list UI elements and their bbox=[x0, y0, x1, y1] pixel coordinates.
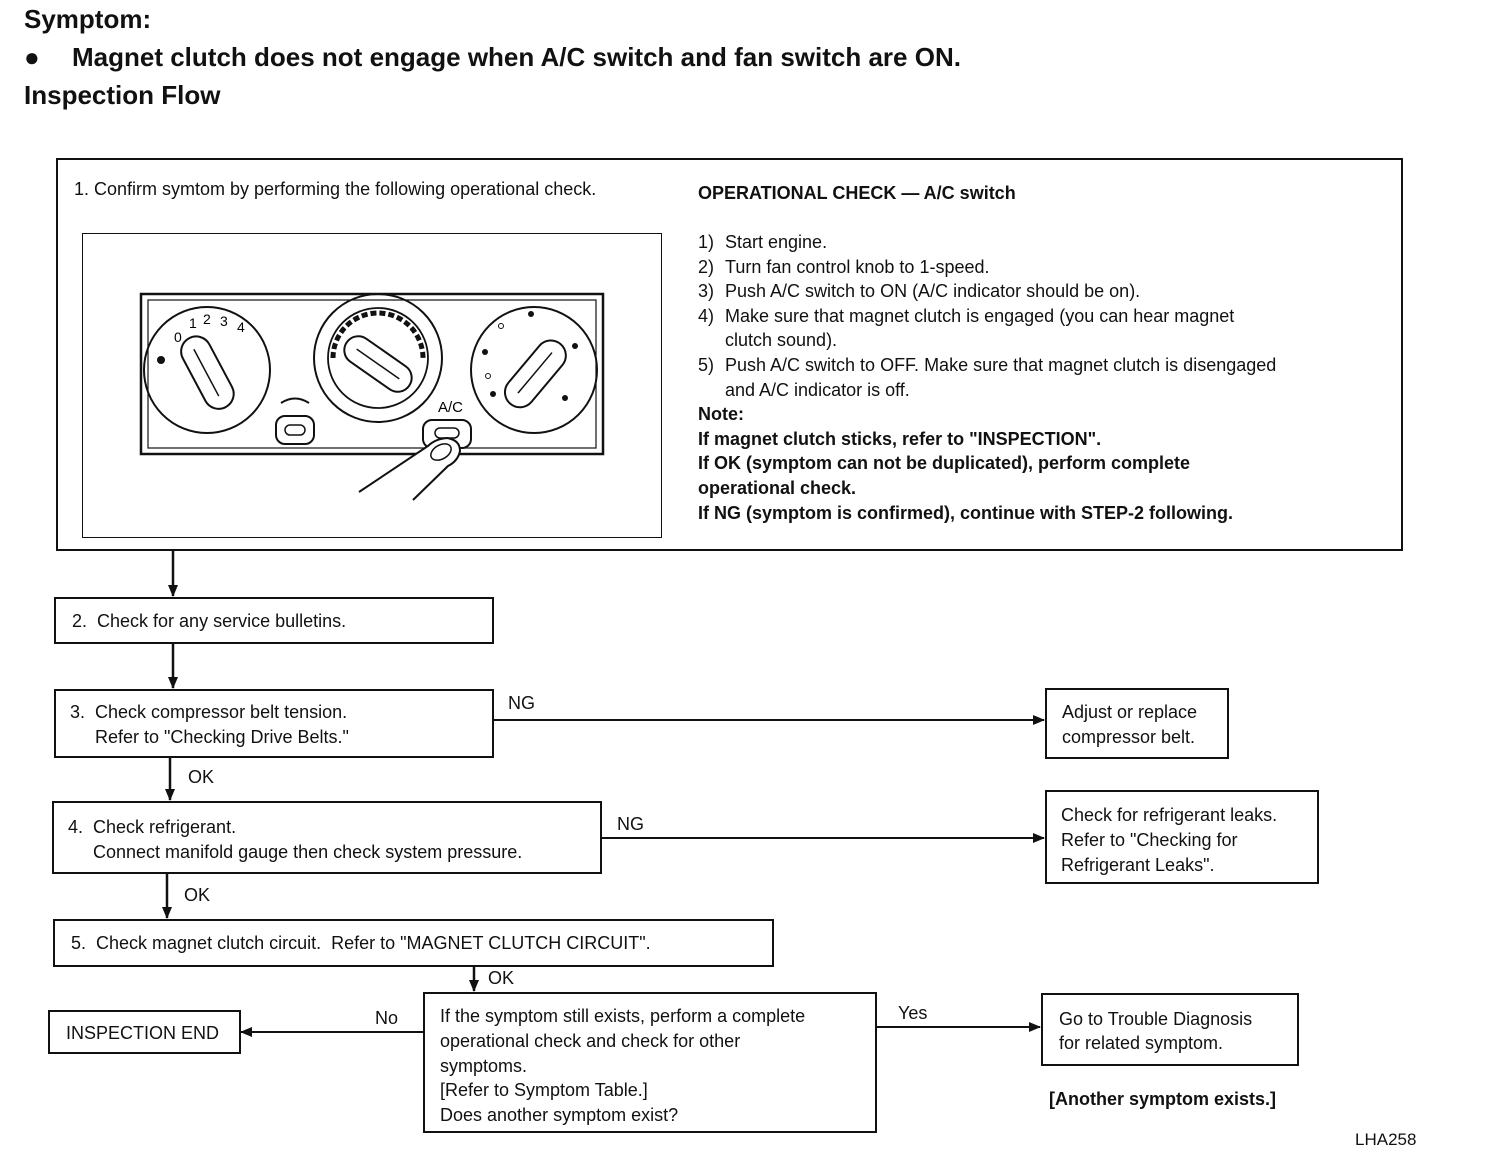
step4-ok-label: OK bbox=[184, 885, 211, 905]
trouble-diagnosis-box: Go to Trouble Diagnosis for related symp… bbox=[1041, 993, 1299, 1066]
note-label: Note: bbox=[698, 404, 744, 425]
op-step-text: Make sure that magnet clutch is engaged … bbox=[725, 305, 1235, 351]
decision-line2: operational check and check for other bbox=[440, 1031, 741, 1051]
step3-ok-label: OK bbox=[188, 767, 215, 787]
another-symptom-note: [Another symptom exists.] bbox=[1049, 1089, 1277, 1109]
step5-ok-label: OK bbox=[488, 968, 515, 988]
figure-code: LHA258 bbox=[1355, 1130, 1417, 1149]
decision-line5: Does another symptom exist? bbox=[440, 1105, 679, 1125]
step3-ng-label: NG bbox=[508, 693, 535, 713]
inspection-end-box: INSPECTION END bbox=[48, 1010, 241, 1054]
decision-box: If the symptom still exists, perform a c… bbox=[423, 992, 877, 1133]
step1-box: 1. Confirm symtom by performing the foll… bbox=[56, 158, 1403, 551]
recirculation-button bbox=[275, 397, 315, 445]
step4-ng-line3: Refrigerant Leaks". bbox=[1061, 855, 1215, 875]
step4-ng-label: NG bbox=[617, 814, 644, 834]
step3-ng-result-box: Adjust or replace compressor belt. bbox=[1045, 688, 1229, 759]
decision-yes-label: Yes bbox=[898, 1003, 928, 1023]
step2-text: 2. Check for any service bulletins. bbox=[72, 611, 347, 631]
step5-text: 5. Check magnet clutch circuit. Refer to… bbox=[71, 933, 651, 953]
fan-control-knob bbox=[143, 306, 271, 434]
fan-speed-2: 2 bbox=[203, 311, 211, 327]
decision-line3: symptoms. bbox=[440, 1056, 528, 1076]
step4-line2: Connect manifold gauge then check system… bbox=[68, 842, 523, 862]
step3-line2: Refer to "Checking Drive Belts." bbox=[70, 727, 349, 747]
op-step-text: Push A/C switch to ON (A/C indicator sho… bbox=[725, 281, 1141, 302]
decision-no-label: No bbox=[375, 1008, 399, 1028]
step3-line1: 3. Check compressor belt tension. bbox=[70, 702, 348, 722]
note-line: If OK (symptom can not be duplicated), p… bbox=[698, 453, 1191, 474]
step4-ng-line1: Check for refrigerant leaks. bbox=[1061, 805, 1278, 825]
step2-box: 2. Check for any service bulletins. bbox=[54, 597, 494, 644]
op-step-number: 2) bbox=[698, 256, 715, 277]
inspection-flow-title: Inspection Flow bbox=[24, 80, 221, 110]
symptom-heading: Symptom: bbox=[24, 4, 152, 34]
operational-check-title: OPERATIONAL CHECK — A/C switch bbox=[698, 183, 1016, 203]
step3-ng-line2: compressor belt. bbox=[1062, 727, 1196, 747]
fan-speed-0: 0 bbox=[174, 329, 182, 345]
finger-pressing-icon bbox=[358, 436, 462, 501]
op-step-number: 5) bbox=[698, 354, 715, 375]
op-step-number: 3) bbox=[698, 281, 715, 302]
trouble-diagnosis-line1: Go to Trouble Diagnosis bbox=[1059, 1009, 1253, 1029]
temperature-control-knob bbox=[313, 293, 443, 423]
step3-ng-line1: Adjust or replace bbox=[1062, 702, 1198, 722]
step4-line1: 4. Check refrigerant. bbox=[68, 817, 237, 837]
fan-speed-1: 1 bbox=[189, 315, 197, 331]
op-step: 5) Push A/C switch to OFF. Make sure that… bbox=[698, 353, 1276, 402]
op-step-number: 4) bbox=[698, 305, 715, 326]
step3-box: 3. Check compressor belt tension. Refer … bbox=[54, 689, 494, 758]
note-line: operational check. bbox=[698, 477, 857, 498]
trouble-diagnosis-line2: for related symptom. bbox=[1059, 1033, 1224, 1053]
step5-box: 5. Check magnet clutch circuit. Refer to… bbox=[53, 919, 774, 967]
note-line: If NG (symptom is confirmed), continue w… bbox=[698, 502, 1234, 523]
inspection-end-text: INSPECTION END bbox=[66, 1023, 220, 1043]
operational-check-list: 1) Start engine. 2) Turn fan control knob … bbox=[698, 230, 1276, 525]
op-step-text: Turn fan control knob to 1-speed. bbox=[725, 256, 990, 277]
mode-control-knob bbox=[470, 306, 598, 434]
op-step-text: Start engine. bbox=[725, 232, 828, 252]
op-step: 4) Make sure that magnet clutch is engage… bbox=[698, 304, 1276, 353]
decision-line1: If the symptom still exists, perform a c… bbox=[440, 1006, 806, 1026]
fan-icon bbox=[157, 356, 165, 364]
step4-ng-result-box: Check for refrigerant leaks. Refer to "C… bbox=[1045, 790, 1319, 884]
ac-control-panel-illustration: 0 1 2 3 4 bbox=[139, 292, 605, 501]
fan-speed-4: 4 bbox=[237, 319, 245, 335]
step4-ng-line2: Refer to "Checking for bbox=[1061, 830, 1238, 850]
op-step: 1) Start engine. bbox=[698, 230, 1276, 255]
note-line: If magnet clutch sticks, refer to "INSPE… bbox=[698, 428, 1102, 449]
step1-text: 1. Confirm symtom by performing the foll… bbox=[74, 179, 597, 199]
fan-speed-3: 3 bbox=[220, 313, 228, 329]
op-step-text: Push A/C switch to OFF. Make sure that m… bbox=[725, 354, 1277, 400]
op-step: 3) Push A/C switch to ON (A/C indicator s… bbox=[698, 279, 1276, 304]
op-step-number: 1) bbox=[698, 232, 715, 252]
ac-button-label: A/C bbox=[438, 399, 463, 416]
control-panel-figure: 0 1 2 3 4 bbox=[82, 233, 662, 538]
symptom-text: Magnet clutch does not engage when A/C s… bbox=[72, 42, 961, 72]
symptom-description: ● Magnet clutch does not engage when A/C … bbox=[24, 42, 961, 73]
op-step: 2) Turn fan control knob to 1-speed. bbox=[698, 255, 1276, 280]
bullet-icon: ● bbox=[24, 42, 40, 72]
decision-line4: [Refer to Symptom Table.] bbox=[440, 1080, 648, 1100]
step4-box: 4. Check refrigerant. Connect manifold g… bbox=[52, 801, 602, 874]
